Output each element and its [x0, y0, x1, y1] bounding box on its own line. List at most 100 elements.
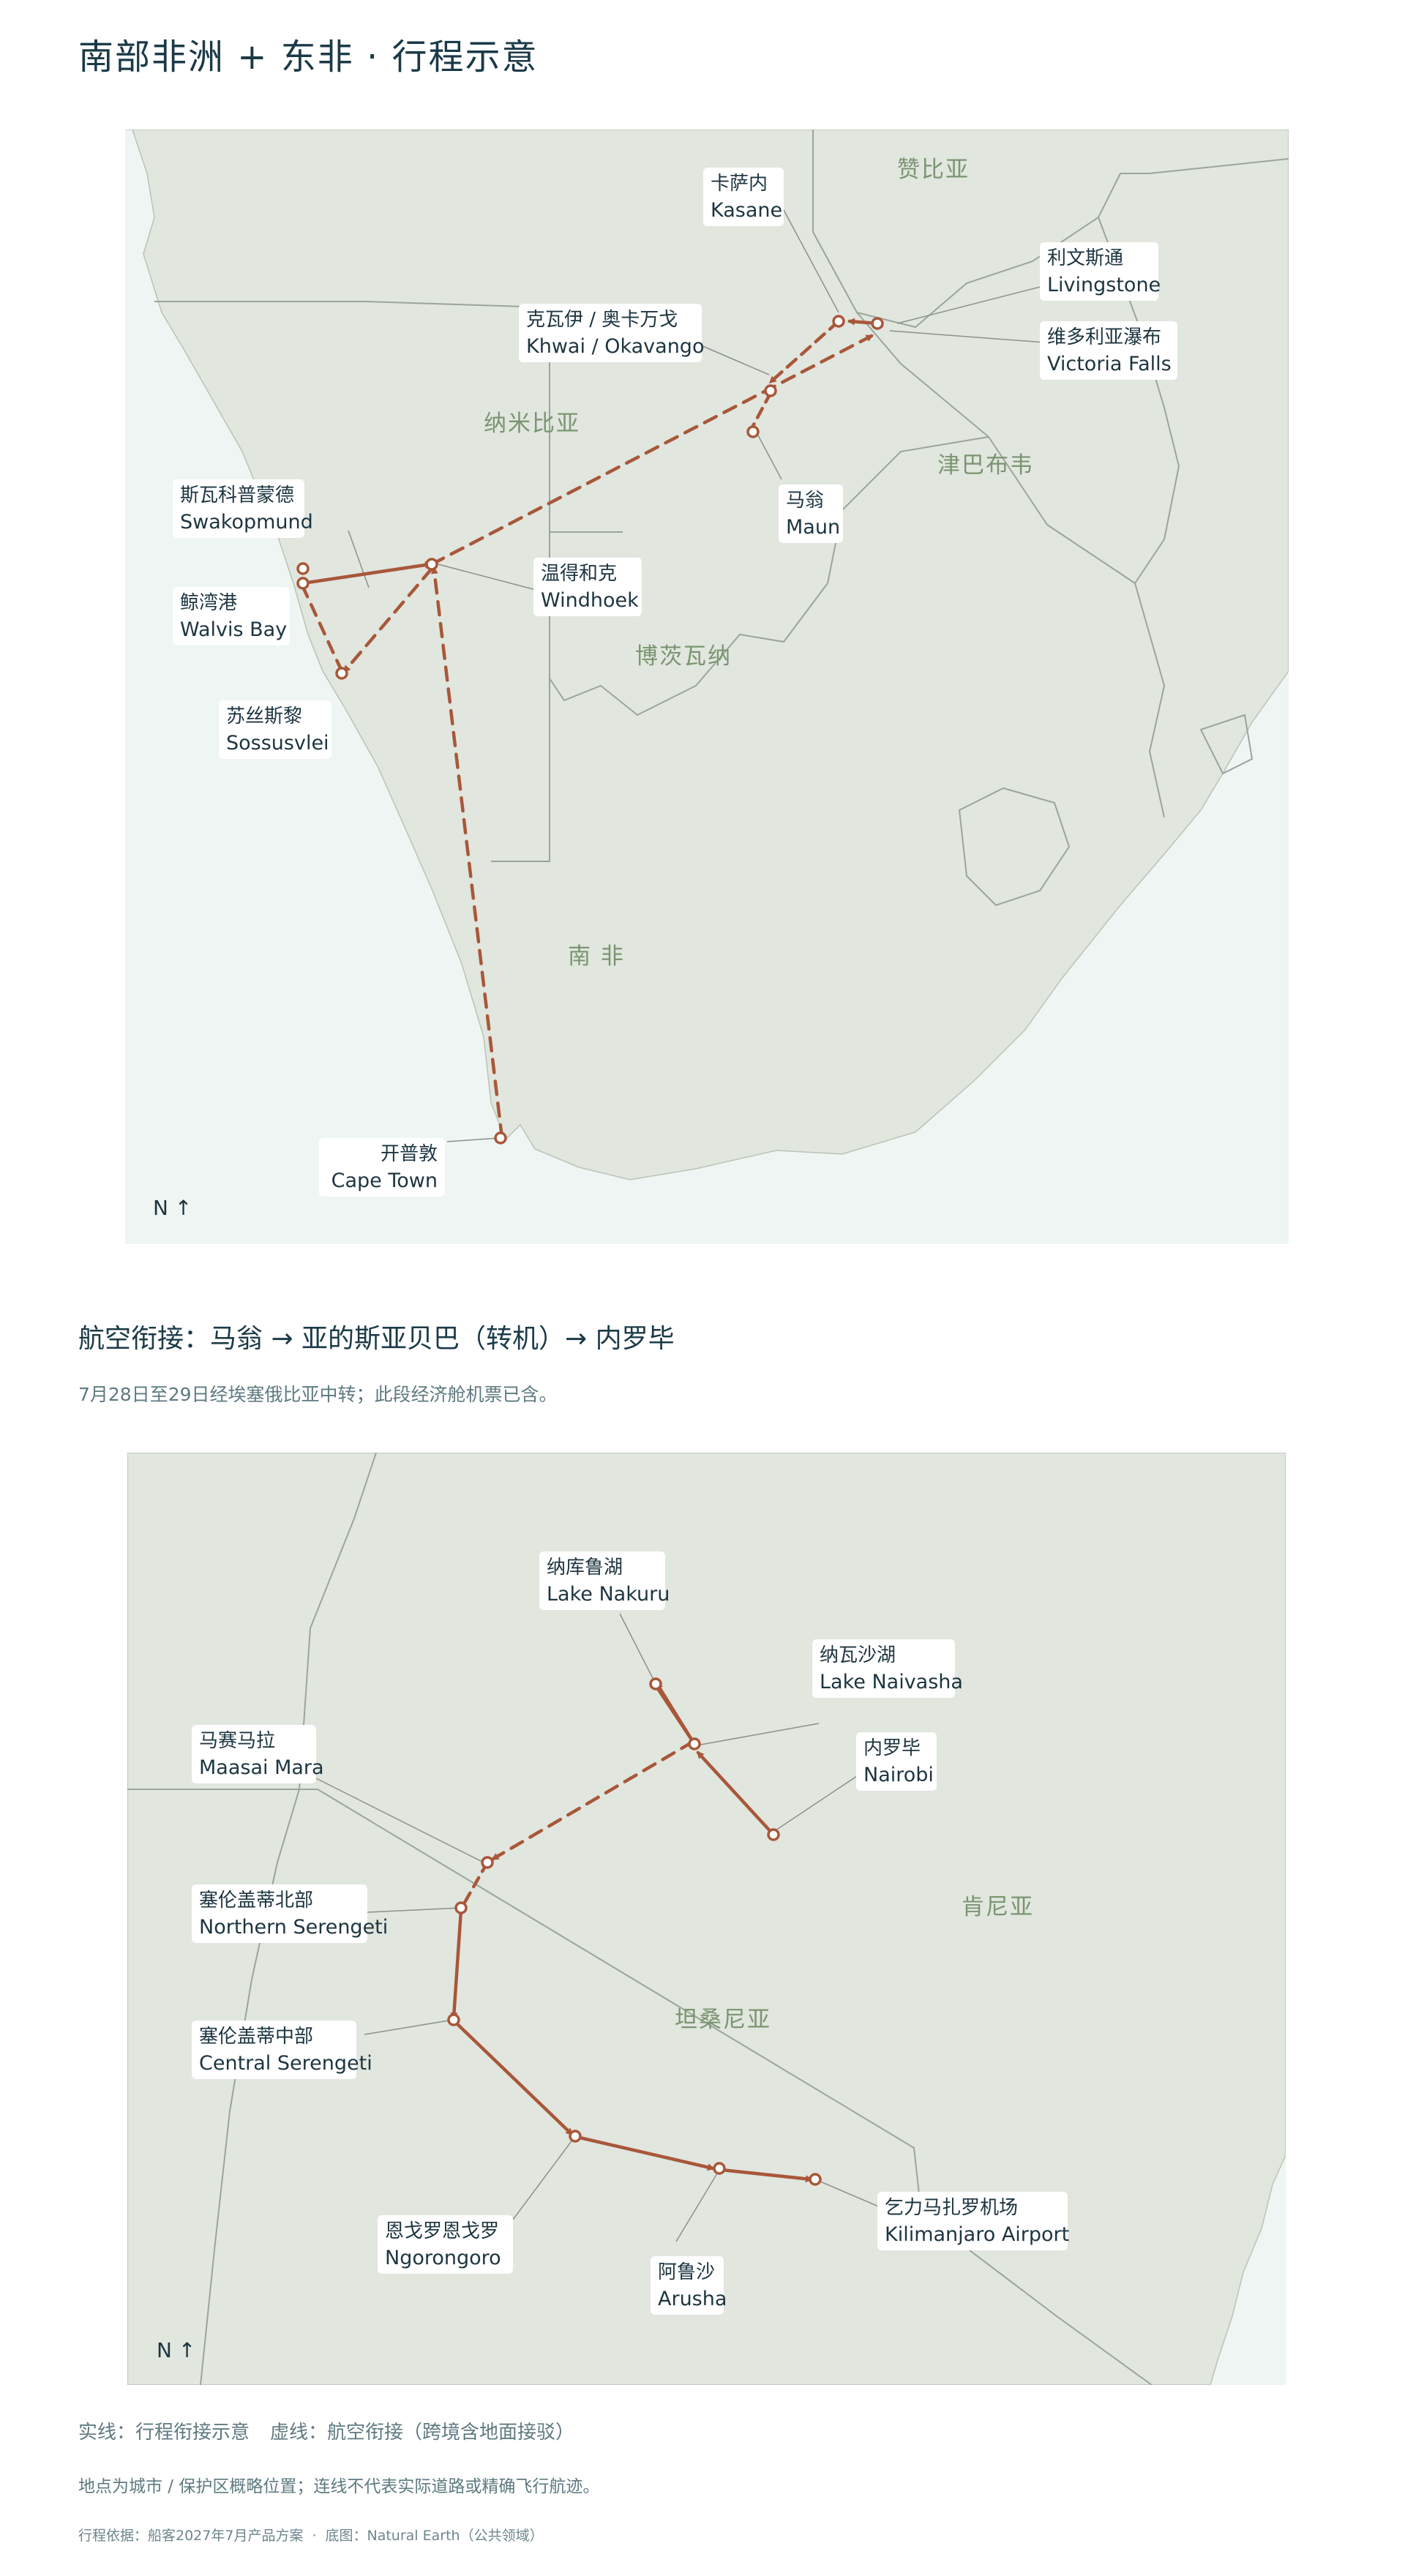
route-mara-north-serengeti	[460, 1860, 490, 1909]
route-windhoek-falls	[430, 334, 874, 566]
svg-text:斯瓦科普蒙德: 斯瓦科普蒙德	[180, 484, 294, 506]
place-labels: 纳库鲁湖 Lake Nakuru 纳瓦沙湖 Lake Naivasha 内罗毕 …	[192, 1551, 1069, 2315]
svg-text:维多利亚瀑布: 维多利亚瀑布	[1047, 326, 1161, 348]
country-label-south-africa: 南 非	[568, 943, 625, 970]
label-livingstone: 利文斯通 Livingstone	[1040, 242, 1161, 301]
label-kilimanjaro: 乞力马扎罗机场 Kilimanjaro Airport	[877, 2192, 1069, 2250]
svg-text:Maasai Mara: Maasai Mara	[199, 1756, 324, 1779]
label-central-serengeti: 塞伦盖蒂中部 Central Serengeti	[192, 2021, 372, 2079]
north-arrow: N ↑	[157, 2338, 195, 2362]
routes	[301, 318, 880, 1140]
route-arusha-kilimanjaro	[719, 2168, 813, 2183]
label-walvis-bay: 鲸湾港 Walvis Bay	[173, 587, 290, 645]
svg-text:Kasane: Kasane	[711, 199, 782, 222]
source-basemap: 底图：Natural Earth（公共领域）	[325, 2528, 544, 2544]
routes	[450, 1682, 813, 2183]
marker-sossusvlei	[335, 667, 348, 680]
marker-livingstone	[871, 317, 884, 330]
svg-text:塞伦盖蒂中部: 塞伦盖蒂中部	[199, 2026, 313, 2048]
east-africa-map[interactable]: 肯尼亚 坦桑尼亚 纳库鲁湖	[127, 1453, 1286, 2385]
label-kasane: 卡萨内 Kasane	[703, 168, 784, 226]
southern-africa-map[interactable]: 赞比亚 纳米比亚 津巴布韦 博茨瓦纳 南 非	[125, 130, 1289, 1244]
marker-maasai-mara	[481, 1856, 494, 1869]
label-maasai-mara: 马赛马拉 Maasai Mara	[192, 1725, 324, 1783]
air-link-note: 7月28日至29日经埃塞俄比亚中转；此段经济舱机票已含。	[78, 1384, 558, 1405]
marker-northern-serengeti	[454, 1901, 468, 1914]
marker-swakopmund	[296, 562, 310, 575]
svg-text:Lake Naivasha: Lake Naivasha	[820, 1671, 963, 1693]
disclaimer: 地点为城市 / 保护区概略位置；连线不代表实际道路或精确飞行航迹。	[78, 2477, 600, 2496]
country-label-zambia: 赞比亚	[897, 157, 970, 183]
marker-cape-town	[494, 1131, 507, 1145]
svg-text:Lake Nakuru: Lake Nakuru	[547, 1583, 670, 1606]
route-kasane-khwai	[768, 319, 841, 384]
label-nairobi: 内罗毕 Nairobi	[856, 1732, 937, 1791]
label-arusha: 阿鲁沙 Arusha	[651, 2256, 727, 2315]
marker-maun	[746, 425, 760, 438]
leader-lines	[315, 1613, 896, 2242]
svg-text:Central Serengeti: Central Serengeti	[199, 2052, 372, 2075]
place-markers	[447, 1677, 822, 2186]
svg-text:纳库鲁湖: 纳库鲁湖	[547, 1557, 623, 1579]
marker-kasane	[832, 315, 845, 328]
land	[127, 1453, 1286, 2385]
country-label-zimbabwe: 津巴布韦	[937, 452, 1034, 479]
route-nairobi-naivasha	[696, 1751, 776, 1837]
label-swakopmund: 斯瓦科普蒙德 Swakopmund	[173, 479, 313, 538]
country-label-namibia: 纳米比亚	[484, 411, 580, 437]
label-windhoek: 温得和克 Windhoek	[533, 558, 642, 616]
label-lake-naivasha: 纳瓦沙湖 Lake Naivasha	[812, 1639, 963, 1698]
route-walvis-windhoek	[301, 561, 432, 585]
label-victoria-falls: 维多利亚瀑布 Victoria Falls	[1040, 321, 1177, 380]
label-lake-nakuru: 纳库鲁湖 Lake Nakuru	[539, 1551, 670, 1610]
marker-windhoek	[425, 558, 438, 571]
air-link-title: 航空衔接：马翁 → 亚的斯亚贝巴（转机）→ 内罗毕	[78, 1324, 675, 1354]
source-line: 行程依据：船客2027年7月产品方案 · 底图：Natural Earth（公共领域…	[78, 2525, 544, 2545]
route-central-ngorongoro	[453, 2020, 574, 2136]
route-cape-windhoek	[430, 566, 504, 1140]
svg-text:开普敦: 开普敦	[381, 1143, 438, 1165]
country-label-tanzania: 坦桑尼亚	[675, 2007, 771, 2033]
svg-text:Walvis Bay: Walvis Bay	[180, 618, 287, 641]
svg-text:Northern Serengeti: Northern Serengeti	[199, 1916, 388, 1939]
svg-text:克瓦伊 / 奥卡万戈: 克瓦伊 / 奥卡万戈	[526, 309, 678, 331]
label-khwai: 克瓦伊 / 奥卡万戈 Khwai / Okavango	[519, 304, 704, 362]
svg-text:Kilimanjaro Airport: Kilimanjaro Airport	[885, 2223, 1069, 2246]
marker-lake-nakuru	[649, 1677, 662, 1690]
legend-solid: 实线：行程衔接示意	[78, 2422, 250, 2444]
north-arrow: N ↑	[153, 1196, 192, 1220]
label-ngorongoro: 恩戈罗恩戈罗 Ngorongoro	[378, 2215, 513, 2274]
source-separator: ·	[312, 2528, 317, 2544]
route-nakuru-naivasha	[653, 1683, 695, 1744]
svg-text:阿鲁沙: 阿鲁沙	[658, 2261, 715, 2283]
route-sossusvlei-walvis	[301, 585, 344, 673]
svg-text:Nairobi: Nairobi	[863, 1764, 934, 1786]
svg-text:Swakopmund: Swakopmund	[180, 511, 313, 533]
svg-text:Cape Town: Cape Town	[331, 1169, 438, 1192]
svg-text:内罗毕: 内罗毕	[863, 1737, 921, 1759]
svg-text:Livingstone: Livingstone	[1047, 274, 1161, 296]
svg-text:苏丝斯黎: 苏丝斯黎	[226, 705, 302, 727]
svg-text:Ngorongoro: Ngorongoro	[385, 2247, 501, 2269]
label-northern-serengeti: 塞伦盖蒂北部 Northern Serengeti	[192, 1884, 388, 1943]
svg-text:Maun: Maun	[786, 516, 840, 539]
svg-text:Khwai / Okavango: Khwai / Okavango	[526, 335, 704, 358]
legend: 实线：行程衔接示意虚线：航空衔接（跨境含地面接驳）	[78, 2417, 574, 2444]
svg-text:恩戈罗恩戈罗: 恩戈罗恩戈罗	[385, 2220, 499, 2242]
legend-dashed: 虚线：航空衔接（跨境含地面接驳）	[270, 2422, 575, 2444]
label-cape-town: 开普敦 Cape Town	[319, 1138, 445, 1197]
source-basis: 行程依据：船客2027年7月产品方案	[78, 2528, 304, 2544]
svg-text:Victoria Falls: Victoria Falls	[1047, 353, 1172, 375]
svg-text:马赛马拉: 马赛马拉	[199, 1730, 275, 1752]
svg-text:Windhoek: Windhoek	[541, 589, 639, 612]
svg-text:乞力马扎罗机场: 乞力马扎罗机场	[885, 2197, 1018, 2219]
country-label-botswana: 博茨瓦纳	[635, 643, 732, 670]
marker-khwai	[764, 384, 777, 397]
svg-text:马翁: 马翁	[786, 490, 824, 512]
svg-text:卡萨内: 卡萨内	[711, 173, 768, 195]
marker-nairobi	[767, 1828, 780, 1841]
place-labels: 卡萨内 Kasane 利文斯通 Livingstone 维多利亚瀑布 Victo…	[173, 168, 1177, 1197]
svg-text:Sossusvlei: Sossusvlei	[226, 732, 329, 755]
svg-text:Arusha: Arusha	[658, 2288, 727, 2310]
marker-walvis-bay	[296, 577, 310, 590]
